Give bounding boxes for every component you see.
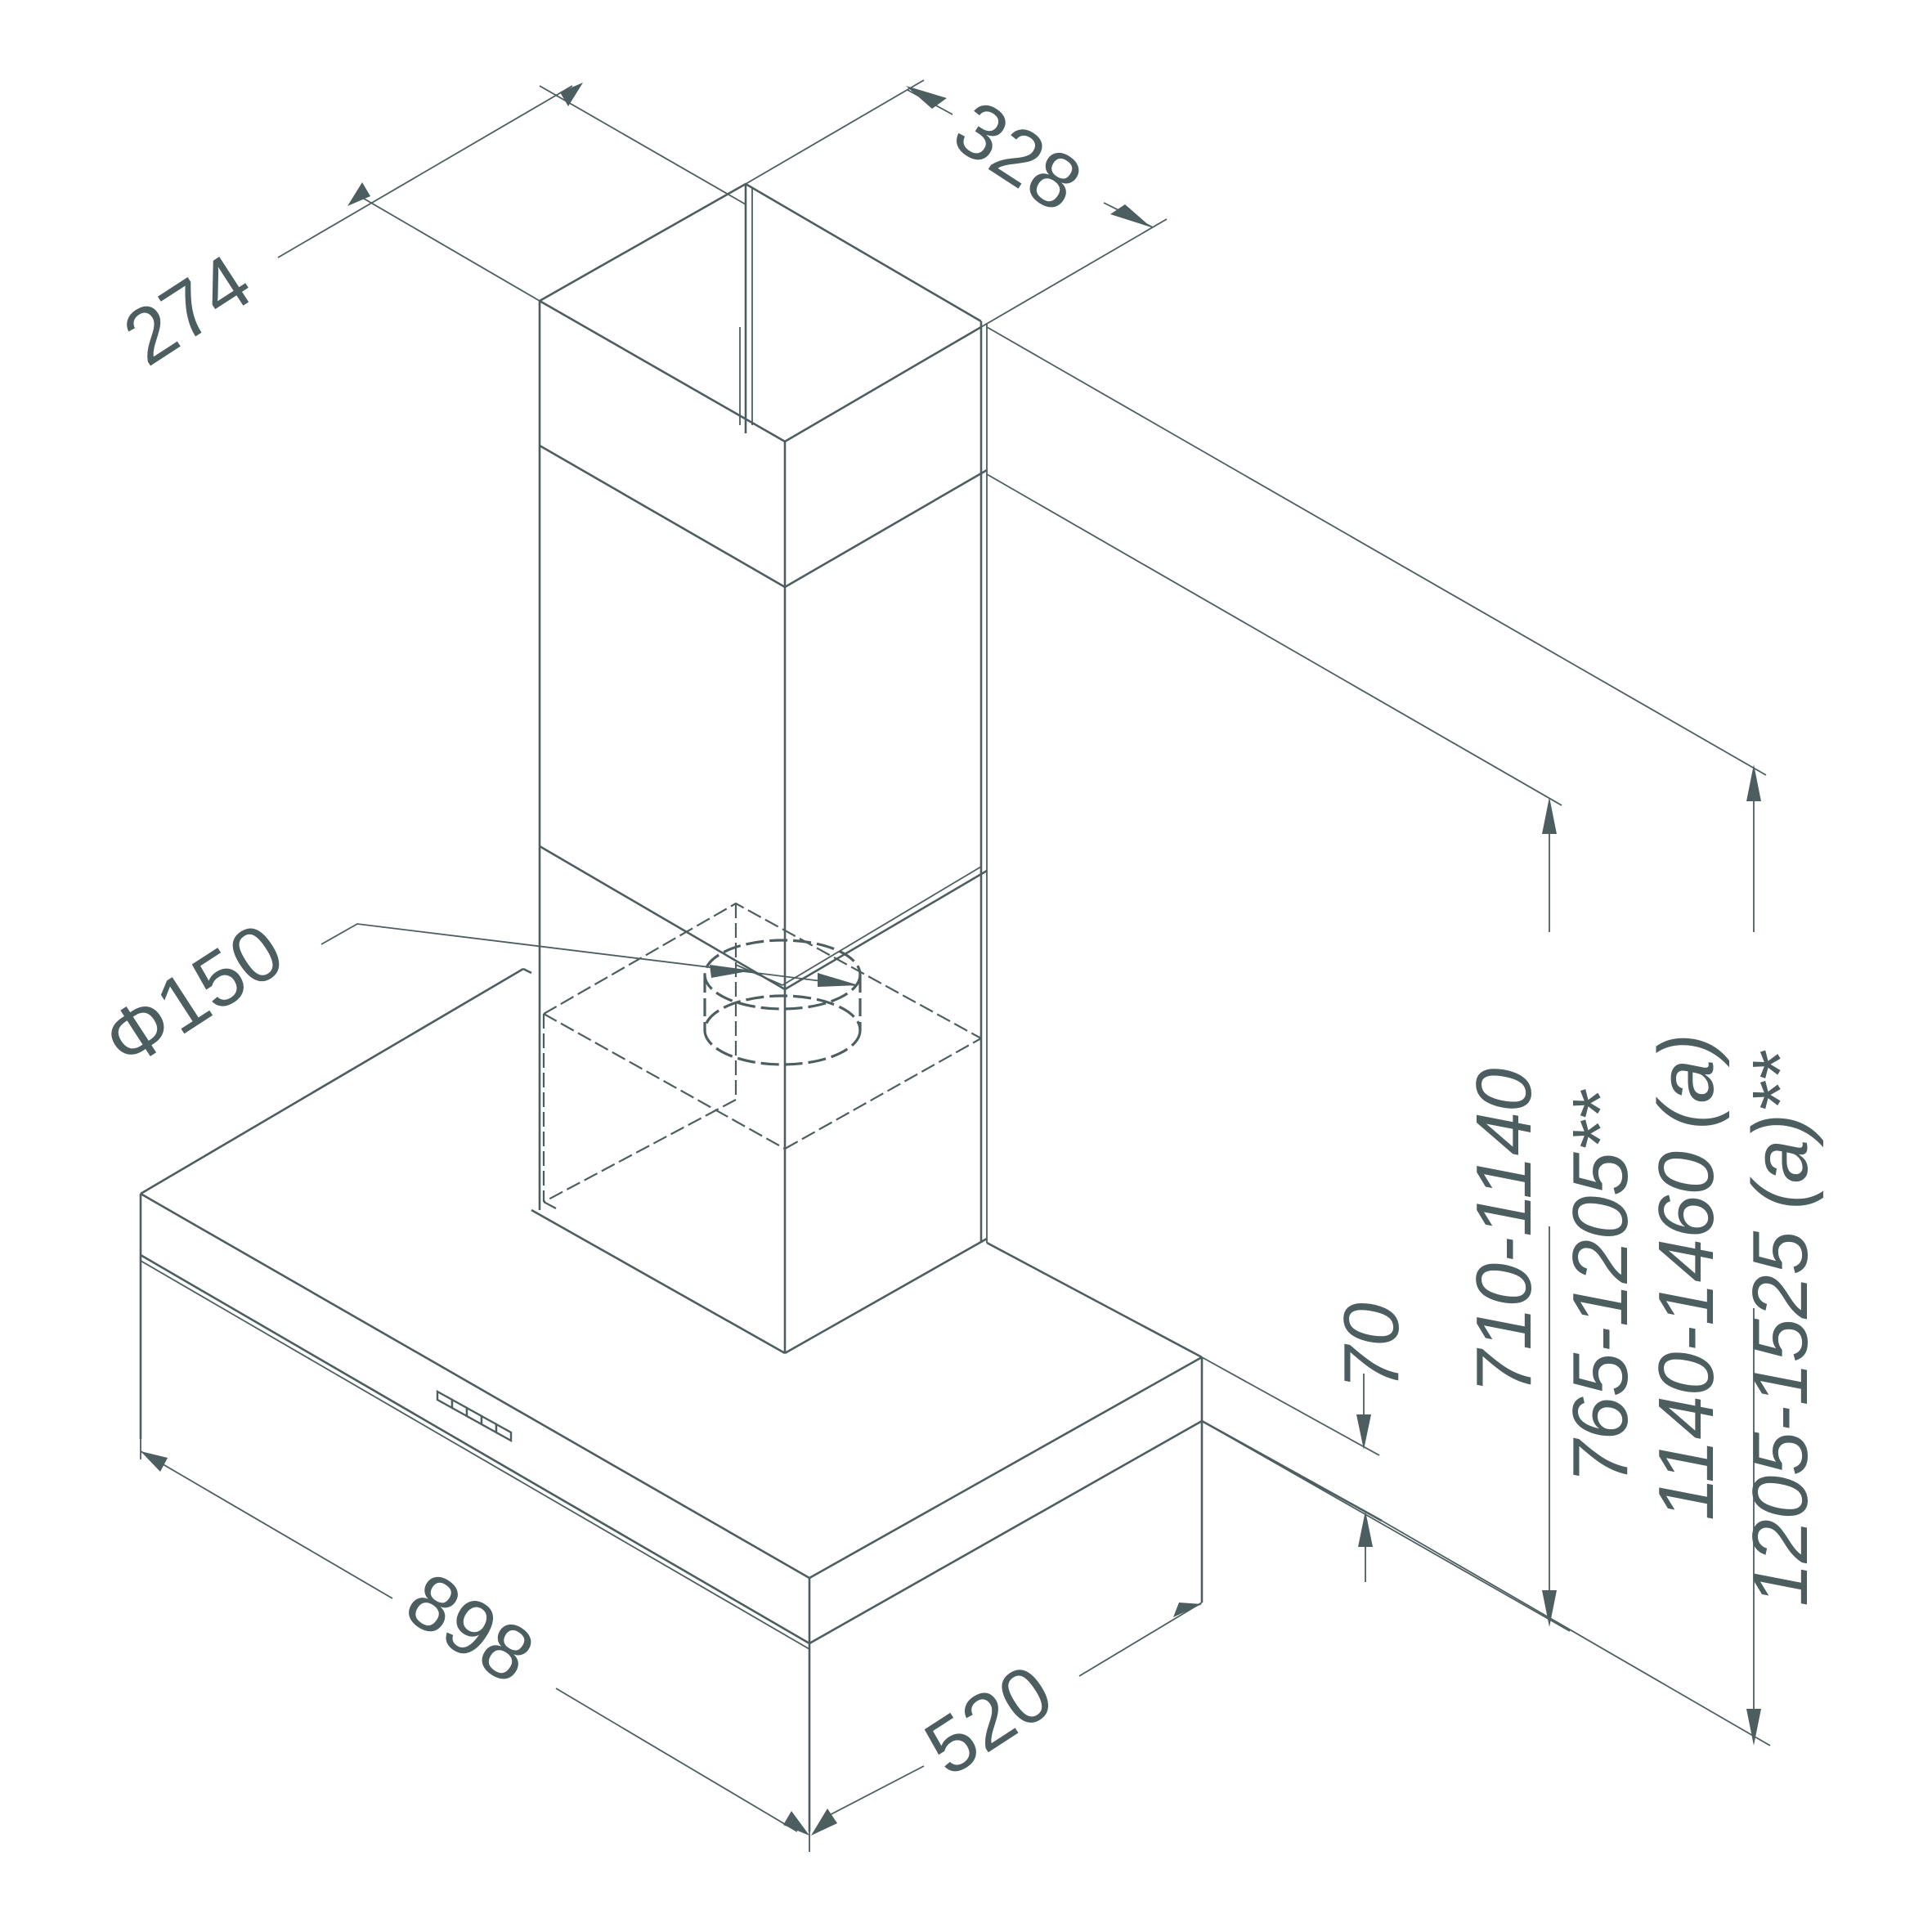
hidden-motor-housing — [542, 902, 982, 1209]
duct-collar-icon — [703, 939, 862, 1066]
dimension-duct-diameter: Φ150 — [88, 866, 982, 1086]
dimension-label-phi150: Φ150 — [88, 907, 298, 1086]
dimension-label-520: 520 — [910, 1648, 1068, 1793]
dimension-label-898: 898 — [392, 1556, 549, 1701]
control-button-5[interactable] — [495, 1422, 513, 1443]
control-button-1[interactable] — [436, 1389, 454, 1410]
dimension-label-328: 328 — [939, 84, 1097, 229]
dimension-hood-width: 898 — [140, 1439, 809, 1836]
control-panel — [436, 1389, 513, 1443]
control-button-4[interactable] — [480, 1414, 498, 1435]
dimension-label-70: 70 — [1328, 1302, 1415, 1390]
dimension-canopy-height: 70 — [1201, 1302, 1415, 1582]
chimney — [531, 182, 988, 1355]
control-button-2[interactable] — [451, 1397, 468, 1419]
dimension-hood-depth: 520 — [809, 1602, 1203, 1852]
dimension-chimney-depth: 274 — [109, 83, 746, 383]
control-button-3[interactable] — [465, 1405, 483, 1427]
height-range-label-3: 1140-1460 (a) — [1643, 1033, 1730, 1521]
dimension-chimney-width: 328 — [745, 79, 1168, 328]
height-range-label-2: 765-1205** — [1557, 1089, 1644, 1484]
dimension-overall-height: 710-1140 765-1205** 1140-1460 (a) 1205-1… — [986, 326, 1824, 1746]
height-range-label-1: 710-1140 — [1460, 1068, 1548, 1394]
dimension-label-274: 274 — [109, 238, 267, 383]
height-range-label-4: 1205-1525 (a)** — [1737, 1051, 1824, 1607]
hood-canopy — [139, 967, 1383, 1831]
